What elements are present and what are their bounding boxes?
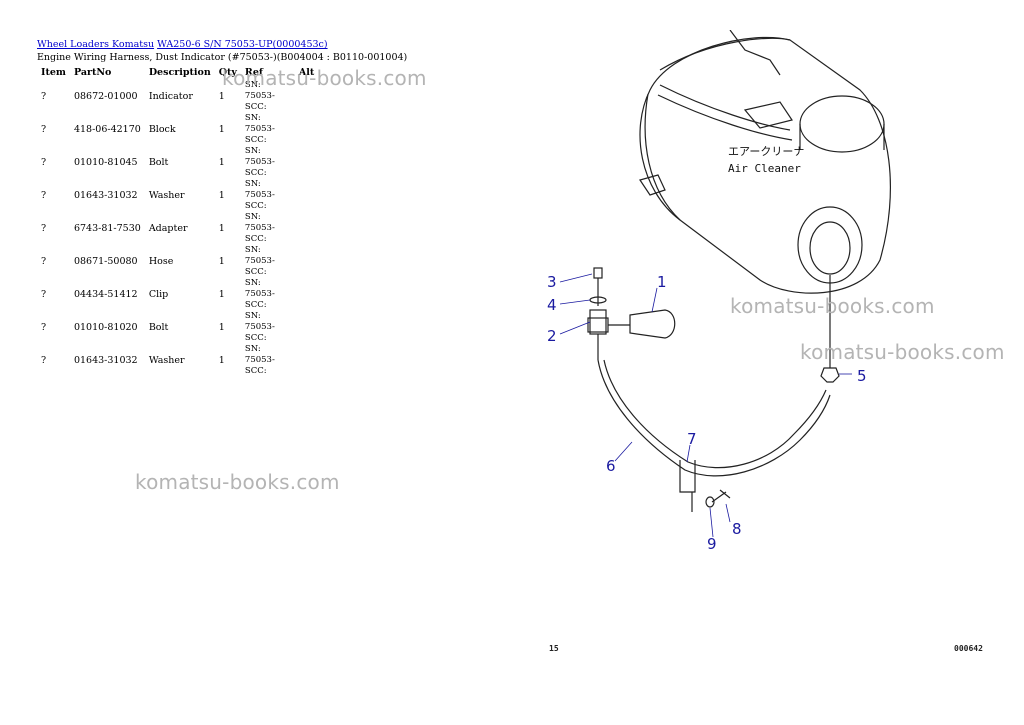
callout-1: 1 xyxy=(657,273,667,291)
air-cleaner-drawing xyxy=(587,30,892,512)
col-alt: Alt xyxy=(298,66,315,78)
parts-table: Item PartNo Description Qty Ref Alt ? 08… xyxy=(37,66,318,377)
breadcrumb-link-wheel-loaders[interactable]: Wheel Loaders Komatsu xyxy=(37,39,155,50)
callout-3: 3 xyxy=(547,273,557,291)
cell-partno: 08671-50080 xyxy=(73,256,138,267)
cell-item: ? xyxy=(41,190,47,201)
air-cleaner-label: Air Cleaner xyxy=(728,162,801,175)
table-row: ? 01643-31032 Washer 1 SN: 75053-SCC: xyxy=(37,179,318,212)
cell-item: ? xyxy=(41,256,47,267)
cell-ref: SN: 75053-SCC: xyxy=(244,179,275,211)
cell-alt xyxy=(295,344,318,377)
cell-alt xyxy=(295,212,318,245)
cell-alt xyxy=(295,146,318,179)
cell-qty: 1 xyxy=(218,289,225,300)
cell-description: Adapter xyxy=(148,223,188,234)
cell-description: Bolt xyxy=(148,322,169,333)
cell-ref: SN: 75053-SCC: xyxy=(244,80,275,112)
parts-diagram: エアークリーナ Air Cleaner 1 2 3 4 5 6 7 8 9 xyxy=(547,30,892,553)
cell-qty: 1 xyxy=(218,322,225,333)
cell-ref: SN: 75053-SCC: xyxy=(244,311,275,343)
cell-qty: 1 xyxy=(218,91,225,102)
table-row: ? 01643-31032 Washer 1 SN: 75053-SCC: xyxy=(37,344,318,377)
cell-ref: SN: 75053-SCC: xyxy=(244,344,275,376)
cell-partno: 08672-01000 xyxy=(73,91,138,102)
cell-ref: SN: 75053-SCC: xyxy=(244,113,275,145)
cell-description: Washer xyxy=(148,355,185,366)
col-qty: Qty xyxy=(218,66,237,78)
table-row: ? 08672-01000 Indicator 1 SN: 75053-SCC: xyxy=(37,80,318,113)
cell-item: ? xyxy=(41,157,47,168)
callout-5: 5 xyxy=(857,367,867,385)
cell-qty: 1 xyxy=(218,157,225,168)
table-row: ? 6743-81-7530 Adapter 1 SN: 75053-SCC: xyxy=(37,212,318,245)
table-row: ? 04434-51412 Clip 1 SN: 75053-SCC: xyxy=(37,278,318,311)
cell-item: ? xyxy=(41,124,47,135)
cell-ref: SN: 75053-SCC: xyxy=(244,278,275,310)
cell-ref: SN: 75053-SCC: xyxy=(244,146,275,178)
callout-9: 9 xyxy=(707,535,717,553)
cell-alt xyxy=(295,179,318,212)
watermark: komatsu-books.com xyxy=(135,470,340,494)
cell-description: Washer xyxy=(148,190,185,201)
table-row: ? 01010-81020 Bolt 1 SN: 75053-SCC: xyxy=(37,311,318,344)
cell-qty: 1 xyxy=(218,190,225,201)
cell-partno: 6743-81-7530 xyxy=(73,223,141,234)
cell-alt xyxy=(295,278,318,311)
parts-table-header: Item PartNo Description Qty Ref Alt xyxy=(37,66,318,80)
cell-alt xyxy=(295,311,318,344)
callout-7: 7 xyxy=(687,430,697,448)
cell-description: Hose xyxy=(148,256,174,267)
cell-partno: 01010-81045 xyxy=(73,157,138,168)
cell-description: Indicator xyxy=(148,91,193,102)
watermark: komatsu-books.com xyxy=(222,66,427,90)
table-row: ? 01010-81045 Bolt 1 SN: 75053-SCC: xyxy=(37,146,318,179)
cell-item: ? xyxy=(41,91,47,102)
cell-partno: 04434-51412 xyxy=(73,289,138,300)
callout-4: 4 xyxy=(547,296,557,314)
cell-ref: SN: 75053-SCC: xyxy=(244,212,275,244)
callout-6: 6 xyxy=(606,457,616,475)
cell-description: Clip xyxy=(148,289,169,300)
cell-description: Bolt xyxy=(148,157,169,168)
cell-alt xyxy=(295,113,318,146)
callout-leaders xyxy=(559,273,852,538)
col-partno: PartNo xyxy=(73,66,112,78)
cell-qty: 1 xyxy=(218,355,225,366)
air-cleaner-jp-label: エアークリーナ xyxy=(728,145,804,158)
col-description: Description xyxy=(148,66,211,78)
cell-item: ? xyxy=(41,289,47,300)
cell-qty: 1 xyxy=(218,223,225,234)
cell-partno: 01010-81020 xyxy=(73,322,138,333)
watermark: komatsu-books.com xyxy=(800,340,1005,364)
callout-2: 2 xyxy=(547,327,557,345)
table-row: ? 418-06-42170 Block 1 SN: 75053-SCC: xyxy=(37,113,318,146)
diagram-drawing-code: 000642 xyxy=(954,644,983,653)
cell-partno: 01643-31032 xyxy=(73,355,138,366)
callout-8: 8 xyxy=(732,520,742,538)
diagram-page-number: 15 xyxy=(549,644,559,653)
col-ref: Ref xyxy=(244,66,263,78)
cell-item: ? xyxy=(41,322,47,333)
cell-alt xyxy=(295,245,318,278)
cell-ref: SN: 75053-SCC: xyxy=(244,245,275,277)
table-row: ? 08671-50080 Hose 1 SN: 75053-SCC: xyxy=(37,245,318,278)
breadcrumb-link-model[interactable]: WA250-6 S/N 75053-UP(0000453c) xyxy=(157,39,328,50)
breadcrumb: Wheel Loaders Komatsu WA250-6 S/N 75053-… xyxy=(37,39,328,50)
col-item: Item xyxy=(41,66,66,78)
cell-qty: 1 xyxy=(218,256,225,267)
cell-qty: 1 xyxy=(218,124,225,135)
cell-partno: 01643-31032 xyxy=(73,190,138,201)
page-title: Engine Wiring Harness, Dust Indicator (#… xyxy=(37,52,408,63)
cell-description: Block xyxy=(148,124,176,135)
cell-partno: 418-06-42170 xyxy=(73,124,141,135)
cell-item: ? xyxy=(41,355,47,366)
cell-item: ? xyxy=(41,223,47,234)
watermark: komatsu-books.com xyxy=(730,294,935,318)
